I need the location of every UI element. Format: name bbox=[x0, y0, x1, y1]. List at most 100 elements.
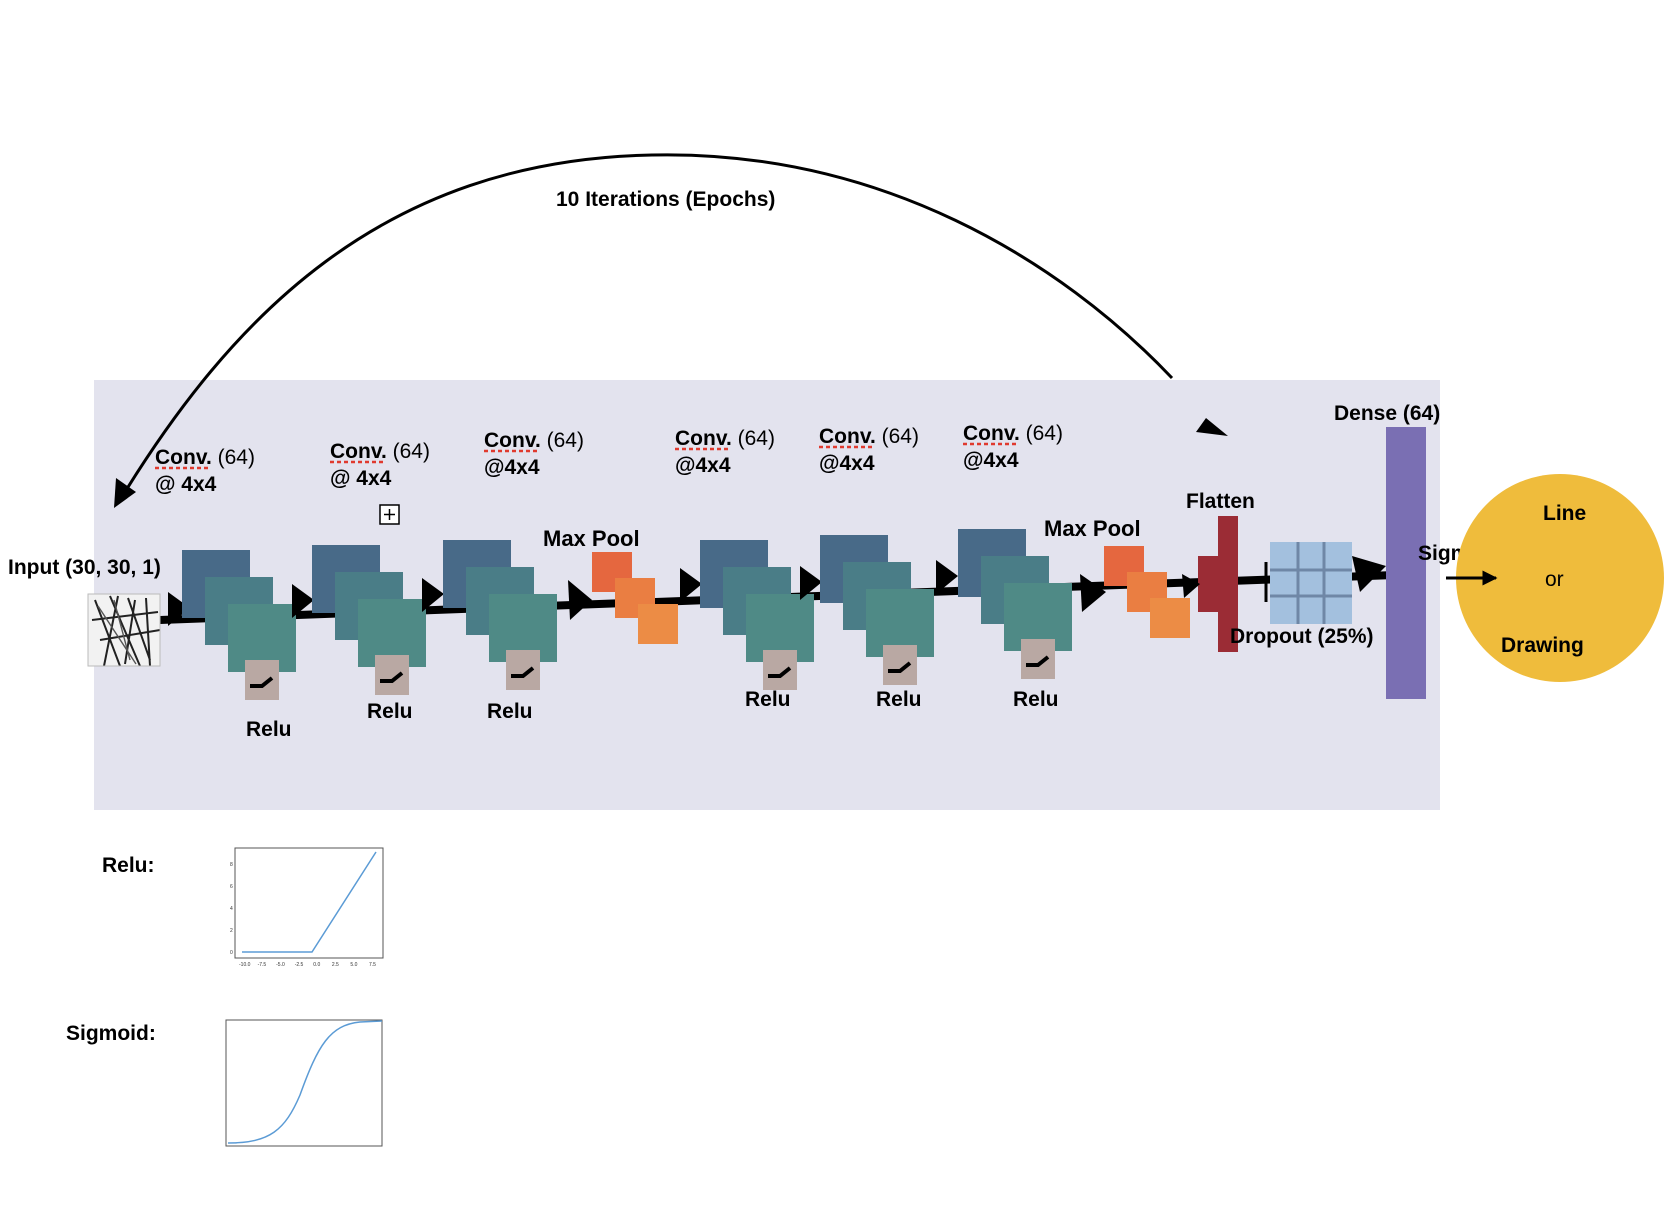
conv-label: Conv. (64) bbox=[675, 427, 775, 450]
conv-label: Conv. (64) bbox=[484, 429, 584, 452]
relu-label: Relu bbox=[745, 688, 791, 711]
relu-box-tab bbox=[385, 655, 395, 669]
dense-layer bbox=[1386, 427, 1426, 699]
flow-arrowhead bbox=[1352, 556, 1386, 592]
input-label: Input (30, 30, 1) bbox=[8, 556, 161, 579]
conv-label-count: (64) bbox=[732, 427, 775, 450]
epoch-loop-arrowhead-left bbox=[114, 478, 136, 508]
relu-curve-icon bbox=[1026, 655, 1050, 667]
conv-label-word: Conv. bbox=[484, 429, 541, 452]
legend-sigmoid-title: Sigmoid: bbox=[66, 1022, 156, 1045]
relu-x-tick: 5.0 bbox=[350, 962, 357, 968]
maxpool-1-label: Max Pool bbox=[543, 526, 640, 551]
conv-block-1: Relu Conv. (64) @ 4x4 bbox=[155, 446, 296, 741]
relu-x-tick: -2.5 bbox=[295, 962, 304, 968]
relu-label: Relu bbox=[876, 688, 922, 711]
epoch-loop-label: 10 Iterations (Epochs) bbox=[556, 188, 775, 211]
conv-label-word: Conv. bbox=[330, 440, 387, 463]
relu-x-tick: -5.0 bbox=[276, 962, 285, 968]
conv-size-label: @ 4x4 bbox=[155, 473, 217, 496]
flow-arrowhead bbox=[680, 568, 702, 602]
flow-arrowhead bbox=[1080, 574, 1106, 612]
conv-label: Conv. (64) bbox=[963, 422, 1063, 445]
conv-size-label: @ 4x4 bbox=[330, 467, 392, 490]
conv-label-word: Conv. bbox=[963, 422, 1020, 445]
relu-label: Relu bbox=[1013, 688, 1059, 711]
conv-size-label: @4x4 bbox=[963, 449, 1019, 472]
conv-size-label: @4x4 bbox=[675, 454, 731, 477]
relu-label: Relu bbox=[246, 718, 292, 741]
relu-x-tick: -7.5 bbox=[258, 962, 267, 968]
flow-arrowhead bbox=[422, 578, 444, 612]
relu-x-ticks: -10.0 -7.5 -5.0 -2.5 0.0 2.5 5.0 7.5 bbox=[239, 962, 376, 968]
maxpool-2-label: Max Pool bbox=[1044, 516, 1141, 541]
conv-block-2: Relu Conv. (64) @ 4x4 bbox=[292, 440, 430, 723]
relu-plot-line bbox=[242, 851, 377, 953]
relu-box-tab bbox=[773, 650, 783, 664]
conv-label-word: Conv. bbox=[819, 425, 876, 448]
dropout-layer bbox=[1270, 542, 1352, 624]
flow-arrowhead bbox=[168, 592, 190, 626]
conv-label: Conv. (64) bbox=[330, 440, 430, 463]
conv-label-word: Conv. bbox=[675, 427, 732, 450]
relu-box-tab bbox=[255, 660, 265, 674]
conv-size-label: @4x4 bbox=[484, 456, 540, 479]
maxpool-2 bbox=[1104, 546, 1190, 638]
flatten-label: Flatten bbox=[1186, 490, 1255, 513]
conv-label-word: Conv. bbox=[155, 446, 212, 469]
output-drawing-label: Drawing bbox=[1501, 634, 1584, 657]
flow-arrowhead bbox=[1182, 574, 1200, 598]
epoch-loop-arrow bbox=[118, 153, 1174, 501]
conv-label-count: (64) bbox=[876, 425, 919, 448]
relu-y-tick: 0 bbox=[230, 950, 233, 956]
relu-label: Relu bbox=[487, 700, 533, 723]
input-image bbox=[87, 593, 161, 667]
output-or-label: or bbox=[1545, 568, 1564, 591]
relu-y-tick: 8 bbox=[230, 862, 233, 868]
conv-label-count: (64) bbox=[541, 429, 584, 452]
epoch-loop-arrowhead-right bbox=[1196, 418, 1228, 436]
relu-label: Relu bbox=[367, 700, 413, 723]
relu-x-tick: 0.0 bbox=[313, 962, 320, 968]
output-circle bbox=[1456, 474, 1664, 682]
plus-square-icon[interactable] bbox=[379, 504, 400, 525]
conv-label-count: (64) bbox=[212, 446, 255, 469]
sigmoid-plot-line bbox=[227, 1020, 383, 1144]
flatten-layer bbox=[1198, 516, 1238, 652]
conv-label: Conv. (64) bbox=[819, 425, 919, 448]
legend-relu-title: Relu: bbox=[102, 854, 155, 877]
conv-label: Conv. (64) bbox=[155, 446, 255, 469]
dropout-label: Dropout (25%) bbox=[1230, 625, 1374, 648]
relu-y-tick: 2 bbox=[230, 928, 233, 934]
flow-arrowhead bbox=[568, 580, 592, 620]
relu-box-tab bbox=[516, 650, 526, 664]
flow-arrowhead bbox=[292, 584, 314, 618]
output-line-label: Line bbox=[1543, 502, 1586, 525]
relu-curve-icon bbox=[768, 666, 792, 678]
conv-label-count: (64) bbox=[1020, 422, 1063, 445]
sigmoid-plot bbox=[225, 1019, 383, 1147]
relu-curve-icon bbox=[250, 676, 274, 688]
flow-arrowhead bbox=[800, 566, 822, 600]
flow-arrowhead bbox=[936, 560, 958, 594]
relu-curve-icon bbox=[888, 661, 912, 673]
relu-curve-icon bbox=[511, 666, 535, 678]
relu-x-tick: 7.5 bbox=[369, 962, 376, 968]
conv-size-label: @4x4 bbox=[819, 452, 875, 475]
relu-curve-icon bbox=[380, 671, 404, 683]
relu-y-tick: 4 bbox=[230, 906, 233, 912]
relu-box-tab bbox=[1031, 639, 1041, 653]
maxpool-1 bbox=[592, 552, 678, 644]
conv-label-count: (64) bbox=[387, 440, 430, 463]
dense-label: Dense (64) bbox=[1334, 402, 1440, 425]
relu-x-tick: 2.5 bbox=[332, 962, 339, 968]
relu-x-tick: -10.0 bbox=[239, 962, 251, 968]
